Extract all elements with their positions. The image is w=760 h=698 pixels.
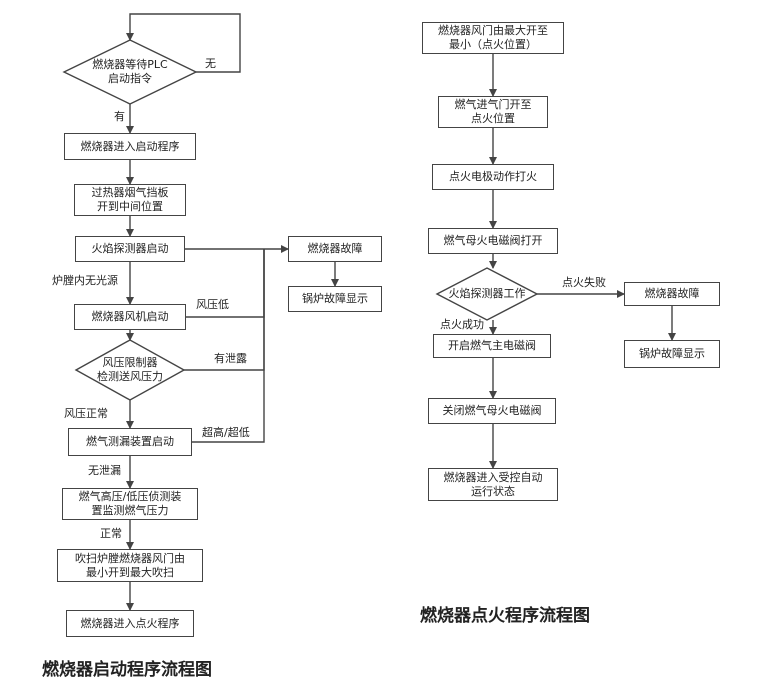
node-purge: 吹扫炉膛燃烧器风门由 最小开到最大吹扫 bbox=[57, 549, 203, 582]
node-burner-fault-right: 燃烧器故障 bbox=[624, 282, 720, 306]
node-flame-detector-start: 火焰探测器启动 bbox=[75, 236, 185, 262]
label-none: 无 bbox=[205, 57, 216, 70]
node-gas-inlet-ignition: 燃气进气门开至 点火位置 bbox=[438, 96, 548, 128]
decision-wait-plc: 燃烧器等待PLC 启动指令 bbox=[92, 58, 168, 85]
node-burner-fault-left: 燃烧器故障 bbox=[288, 236, 382, 262]
node-boiler-fault-left: 锅炉故障显示 bbox=[288, 286, 382, 312]
label-leakage: 有泄露 bbox=[214, 352, 247, 365]
label-ignition-success: 点火成功 bbox=[440, 318, 484, 331]
node-enter-ignition: 燃烧器进入点火程序 bbox=[66, 610, 194, 637]
node-enter-startup: 燃烧器进入启动程序 bbox=[64, 133, 196, 160]
label-over-under: 超高/超低 bbox=[202, 426, 250, 439]
node-damper-middle: 过热器烟气挡板 开到中间位置 bbox=[74, 184, 186, 216]
node-electrode-spark: 点火电极动作打火 bbox=[432, 164, 554, 190]
node-fan-start: 燃烧器风机启动 bbox=[74, 304, 186, 330]
node-gas-pressure-monitor: 燃气高压/低压侦测装 置监测燃气压力 bbox=[62, 488, 198, 520]
caption-startup: 燃烧器启动程序流程图 bbox=[42, 659, 212, 680]
label-low-air: 风压低 bbox=[196, 298, 229, 311]
decision-air-pressure: 风压限制器 检测送风压力 bbox=[97, 356, 163, 383]
node-auto-run: 燃烧器进入受控自动 运行状态 bbox=[428, 468, 558, 501]
decision-flame-detector: 火焰探测器工作 bbox=[448, 287, 526, 300]
node-main-valve-open: 开启燃气主电磁阀 bbox=[433, 334, 551, 358]
node-pilot-valve-open: 燃气母火电磁阀打开 bbox=[428, 228, 558, 254]
node-boiler-fault-right: 锅炉故障显示 bbox=[624, 340, 720, 368]
node-pilot-valve-close: 关闭燃气母火电磁阀 bbox=[428, 398, 556, 424]
label-no-light: 炉膛内无光源 bbox=[52, 274, 118, 287]
label-no-leak: 无泄漏 bbox=[88, 464, 121, 477]
label-normal: 正常 bbox=[100, 527, 122, 540]
node-leak-test-start: 燃气测漏装置启动 bbox=[68, 428, 192, 456]
node-air-damper-min: 燃烧器风门由最大开至 最小（点火位置） bbox=[422, 22, 564, 54]
caption-ignition: 燃烧器点火程序流程图 bbox=[420, 605, 590, 626]
label-ignition-fail: 点火失败 bbox=[562, 276, 606, 289]
label-yes: 有 bbox=[114, 110, 125, 123]
label-air-normal: 风压正常 bbox=[64, 407, 108, 420]
